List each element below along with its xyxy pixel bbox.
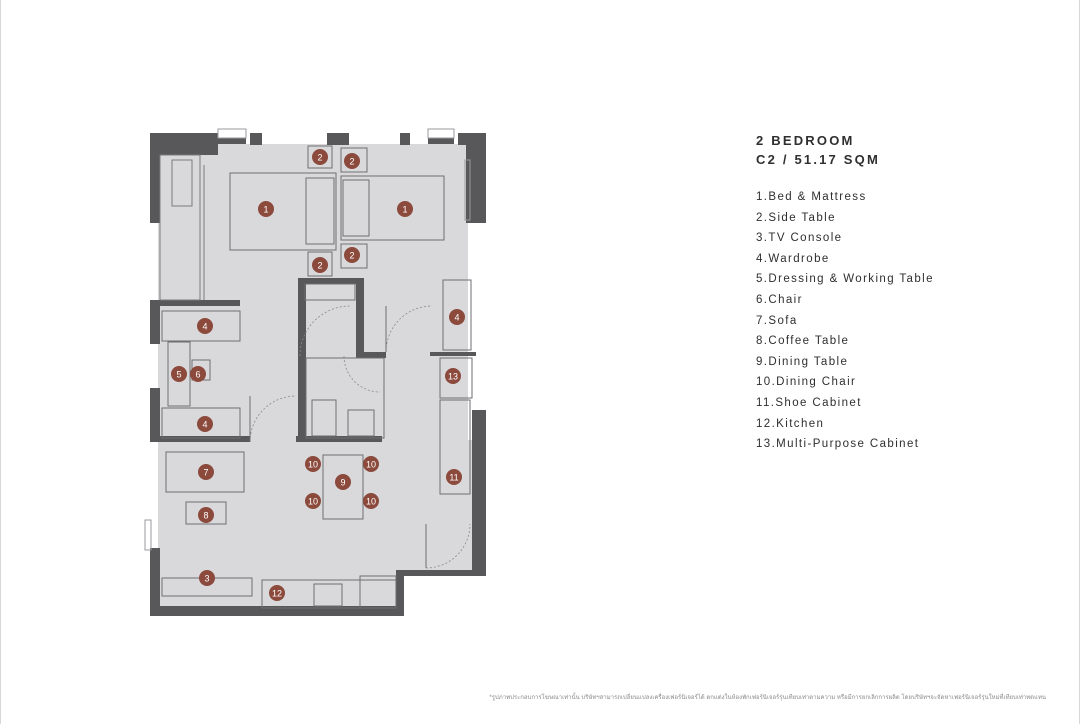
legend-item: 7.Sofa [756,314,798,327]
marker-circle [344,153,360,169]
unit-code-area: C2 / 51.17 SQM [756,152,881,167]
marker-1: 1 [397,201,413,217]
marker-label: 10 [308,460,318,470]
marker-label: 5 [176,370,181,380]
legend-item: 13.Multi-Purpose Cabinet [756,438,920,451]
marker-10: 10 [305,456,321,472]
legend-item: 1.Bed & Mattress [756,191,867,203]
marker-circle [312,257,328,273]
marker-circle [446,469,462,485]
legend-item: 6.Chair [756,293,803,306]
legend-item: 10.Dining Chair [756,376,857,389]
marker-circle [305,493,321,509]
marker-2: 2 [312,257,328,273]
marker-label: 9 [340,478,345,488]
windows [144,128,471,551]
marker-7: 7 [198,464,214,480]
legend-item: 11.Shoe Cabinet [756,396,862,409]
marker-3: 3 [199,570,215,586]
legend-item: 4.Wardrobe [756,252,830,265]
marker-circle [269,585,285,601]
marker-circle [197,318,213,334]
marker-13: 13 [445,368,461,384]
marker-label: 10 [308,497,318,507]
marker-circle [199,570,215,586]
marker-label: 11 [449,473,458,483]
marker-label: 1 [402,205,407,215]
marker-circle [312,149,328,165]
marker-label: 13 [448,372,458,382]
marker-12: 12 [269,585,285,601]
marker-circle [197,416,213,432]
marker-2: 2 [344,247,360,263]
legend-item: 8.Coffee Table [756,335,850,348]
disclaimer-footnote: *รูปภาพประกอบการโฆษณาเท่านั้น บริษัทฯสาม… [489,695,1046,701]
marker-label: 3 [204,574,209,584]
marker-label: 2 [317,261,322,271]
marker-4: 4 [197,318,213,334]
marker-circle [198,507,214,523]
legend-item: 5.Dressing & Working Table [756,273,934,286]
marker-6: 6 [190,366,206,382]
marker-8: 8 [198,507,214,523]
door-leaves [249,306,427,568]
marker-2: 2 [344,153,360,169]
marker-1: 1 [258,201,274,217]
marker-label: 6 [195,370,200,380]
marker-circle [363,493,379,509]
marker-label: 7 [203,468,208,478]
left-edge-line [0,0,1,724]
marker-label: 1 [263,205,268,215]
marker-5: 5 [171,366,187,382]
marker-11: 11 [446,469,462,485]
marker-label: 2 [317,153,322,163]
marker-circle [363,456,379,472]
balcony [159,154,205,301]
marker-10: 10 [363,493,379,509]
marker-label: 12 [272,589,282,599]
marker-label: 4 [202,322,207,332]
marker-label: 10 [366,497,376,507]
marker-circle [305,456,321,472]
legend-list: 1.Bed & Mattress 2.Side Table 3.TV Conso… [756,187,934,455]
furniture-outlines [161,145,473,609]
walls [150,133,486,616]
marker-label: 10 [366,460,376,470]
door-swings [249,305,471,569]
marker-circle [335,474,351,490]
marker-circle [397,201,413,217]
marker-label: 8 [203,511,208,521]
marker-circle [171,366,187,382]
legend-item: 9.Dining Table [756,355,849,368]
legend-item: 12.Kitchen [756,417,825,430]
marker-label: 2 [349,157,354,167]
marker-10: 10 [305,493,321,509]
marker-circle [198,464,214,480]
unit-type: 2 BEDROOM [756,133,855,148]
marker-circle [449,309,465,325]
marker-circle [190,366,206,382]
marker-10: 10 [363,456,379,472]
legend-item: 3.TV Console [756,232,843,245]
marker-label: 2 [349,251,354,261]
legend-item: 2.Side Table [756,211,836,224]
floor-area [158,144,474,612]
marker-circle [445,368,461,384]
legend-panel: 2 BEDROOM C2 / 51.17 SQM 1.Bed & Mattres… [756,131,934,455]
marker-circle [344,247,360,263]
marker-circle [258,201,274,217]
marker-label: 4 [454,313,459,323]
marker-2: 2 [312,149,328,165]
exterior-notch [403,572,483,617]
marker-label: 4 [202,420,207,430]
marker-9: 9 [335,474,351,490]
marker-4: 4 [197,416,213,432]
marker-4: 4 [449,309,465,325]
